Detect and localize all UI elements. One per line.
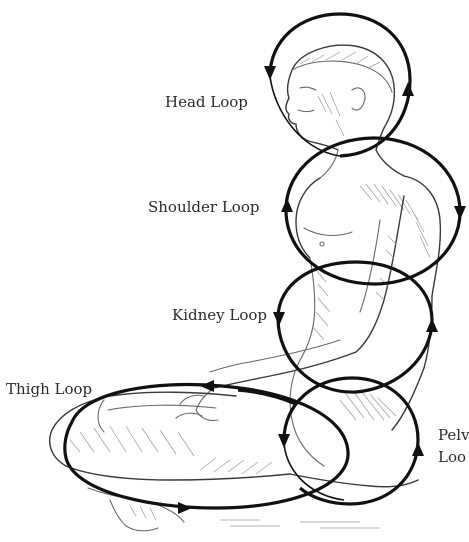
thigh-loop-label: Thigh Loop	[6, 380, 92, 398]
head-loop-arrow-up	[402, 82, 414, 96]
pelvis-loop-arrow-up	[412, 442, 424, 456]
kidney-loop-arrow-up	[426, 318, 438, 332]
pelvis-loop-label-line2: Loo	[438, 448, 466, 466]
pelvis-loop-arrow-down	[278, 434, 290, 448]
shoulder-loop-arrow-down	[454, 206, 466, 220]
pelvis-loop-label-line1: Pelv	[438, 426, 469, 444]
thigh-loop-arrow-left	[200, 380, 214, 392]
head-loop	[264, 14, 414, 156]
shoulder-loop-label: Shoulder Loop	[148, 198, 259, 216]
head-loop-label: Head Loop	[165, 93, 248, 111]
thigh-loop-arrow-right	[178, 502, 192, 514]
kidney-loop-arrow-down	[273, 312, 285, 326]
head-loop-arrow-down	[264, 66, 276, 80]
kidney-loop-label: Kidney Loop	[172, 306, 267, 324]
loops-layer	[65, 14, 466, 514]
seated-figure-illustration	[50, 45, 441, 531]
shoulder-loop-arrow-up	[281, 198, 293, 212]
